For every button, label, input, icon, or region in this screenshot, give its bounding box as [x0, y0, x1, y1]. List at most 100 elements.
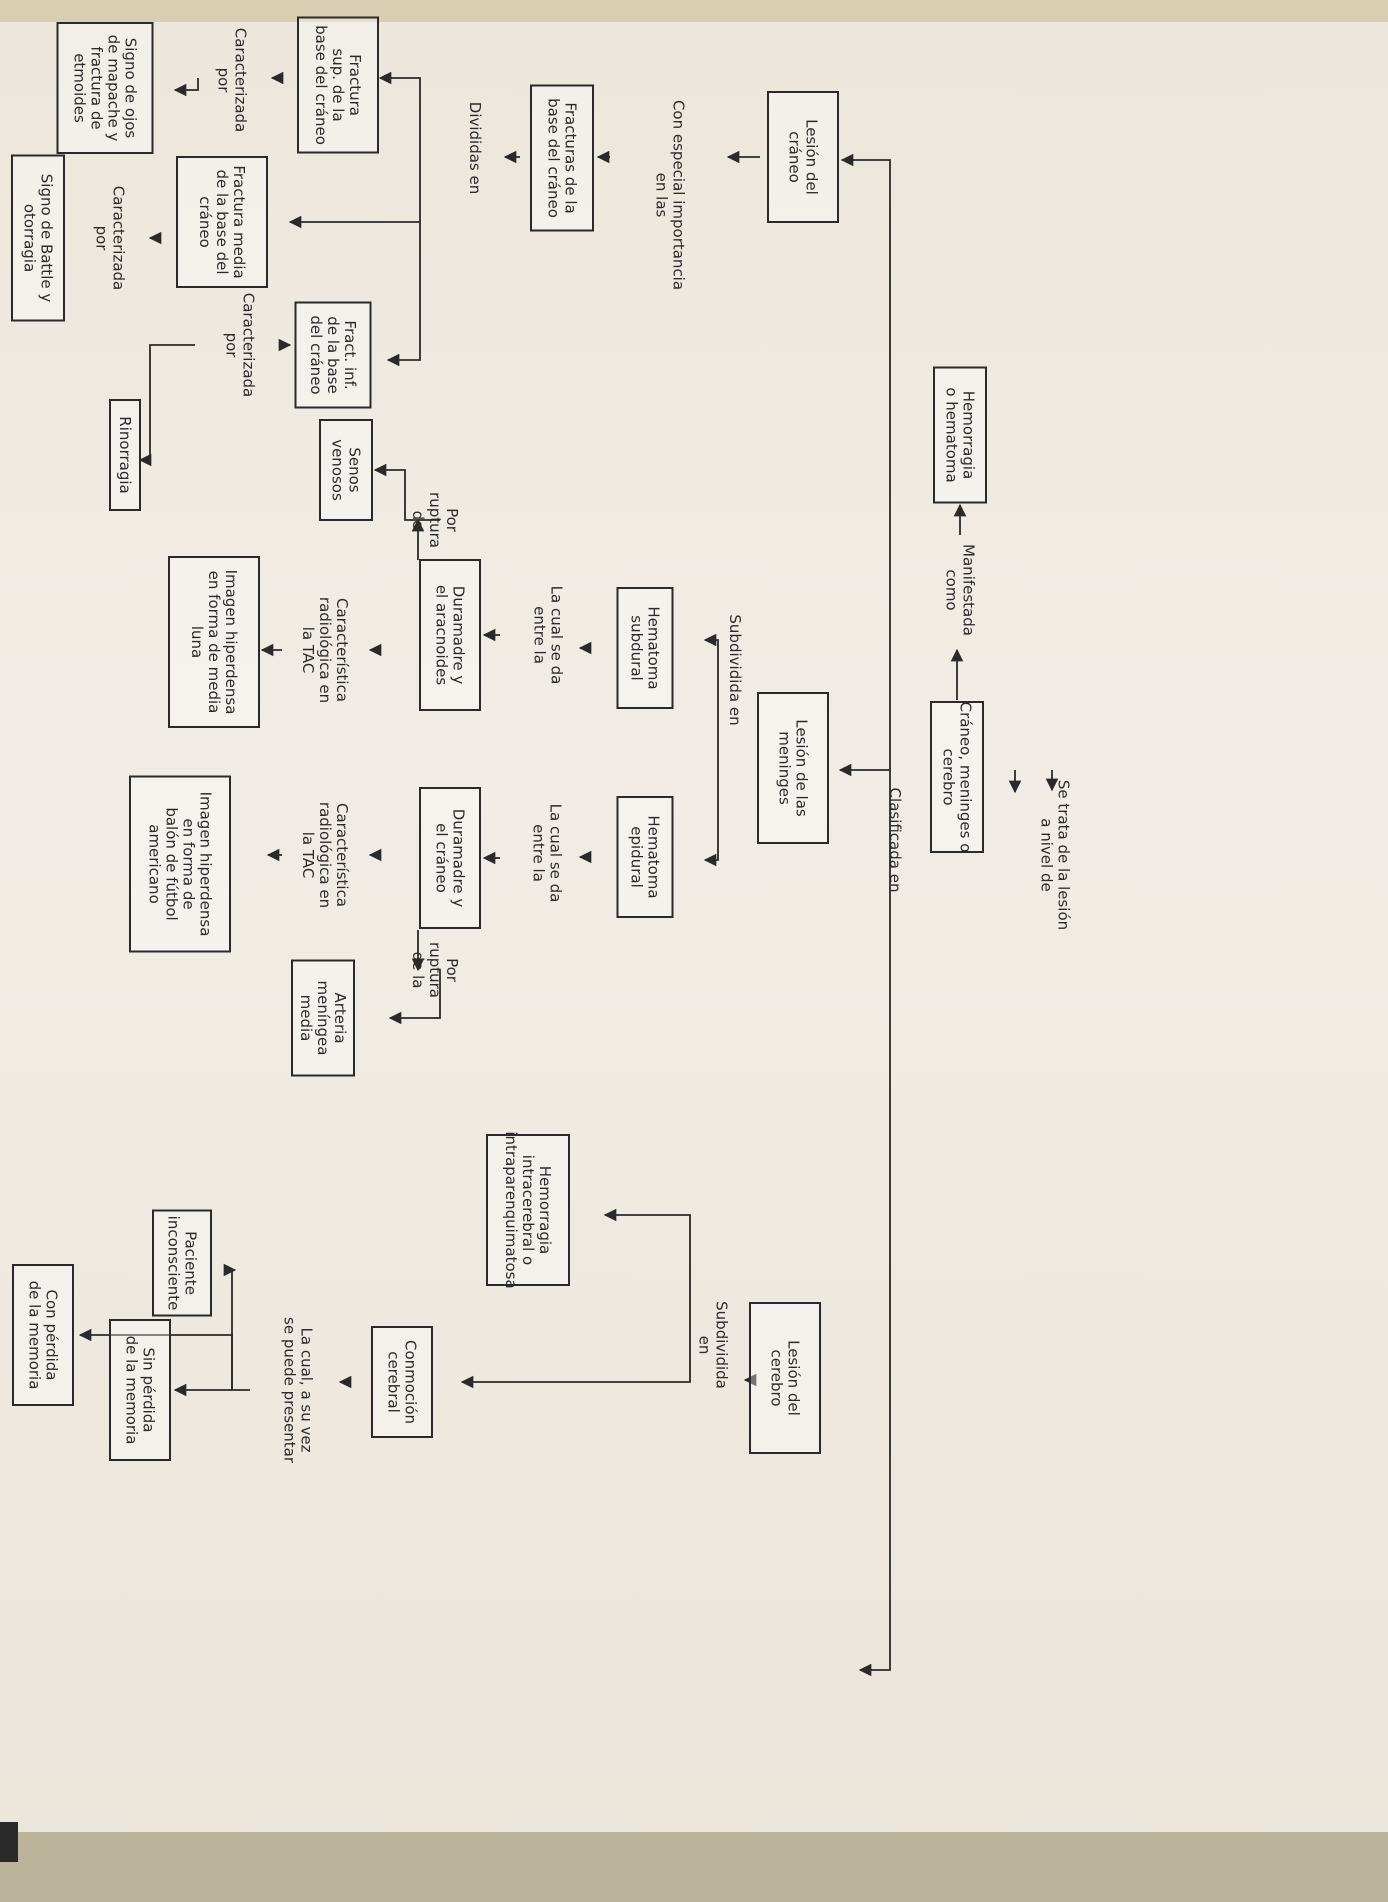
- node-text-hsub-0: Hematoma: [645, 606, 663, 689]
- node-text-especial-0: Con especial importancia: [670, 100, 688, 290]
- node-text-finf-2: del cráneo: [307, 315, 325, 394]
- connector-lines: [78, 71, 1059, 1677]
- node-text-car5-2: la TAC: [299, 832, 317, 879]
- node-text-car2-0: Caracterizada: [110, 186, 128, 291]
- node-box-fbase: [530, 84, 594, 232]
- node-box-incons: [152, 1209, 212, 1317]
- node-box-balon: [129, 775, 231, 953]
- connector-33: [603, 1208, 691, 1340]
- connector-36: [223, 1263, 250, 1391]
- node-box-battle: [11, 154, 65, 322]
- node-text-cual3-0: La cual, a su vez: [298, 1328, 316, 1453]
- node-text-rup2-0: Por: [443, 958, 461, 983]
- node-text-fbase-1: base del cráneo: [545, 98, 563, 218]
- node-text-car5-0: Característica: [333, 803, 351, 907]
- connector-10: [378, 71, 421, 152]
- node-text-senos-0: Senos: [346, 447, 364, 492]
- node-text-arteria-2: media: [297, 995, 315, 1042]
- node-text-hemintra-1: intracerebral o: [519, 1155, 537, 1265]
- node-box-senos: [319, 419, 373, 521]
- node-text-car1-1: por: [215, 68, 233, 94]
- node-label-dura1: Duramadre yel aracnoides: [433, 585, 468, 686]
- node-text-tipos-0: Cráneo, meninges o: [957, 702, 975, 853]
- node-box-conmo: [371, 1326, 433, 1438]
- connector-19: [703, 768, 719, 867]
- connector-14: [173, 78, 199, 97]
- node-text-cual3-1: se puede presentar: [281, 1317, 299, 1464]
- node-text-senos-1: venosos: [329, 439, 347, 501]
- node-text-dura2-1: el cráneo: [433, 823, 451, 893]
- connector-12: [386, 222, 421, 367]
- node-text-hemintra-2: intraparenquimatosa: [502, 1131, 520, 1288]
- node-text-rup1-2: de: [409, 511, 427, 530]
- node-text-divid-0: Divididas en: [466, 102, 484, 194]
- node-text-fbase-0: Fracturas de la: [562, 102, 580, 213]
- node-text-fsup-0: Fractura: [346, 54, 364, 116]
- node-text-hem-0: Hemorragia: [960, 391, 978, 479]
- node-text-balon-2: balón de fútbol: [163, 807, 181, 920]
- node-text-rup1-0: Por: [443, 508, 461, 533]
- node-text-car1-0: Caracterizada: [232, 28, 250, 133]
- connector-18: [703, 633, 719, 768]
- node-text-lmen-1: meninges: [776, 731, 794, 805]
- node-box-dura2: [419, 787, 481, 929]
- node-text-battle-0: Signo de Battle y: [38, 174, 56, 303]
- node-text-subdiv2-1: en: [696, 1336, 714, 1355]
- node-text-subdiv2-0: Subdividida: [713, 1301, 731, 1389]
- connector-11: [288, 152, 421, 229]
- node-text-mapache-3: etmoides: [71, 53, 89, 123]
- node-label-divid: Divididas en: [466, 102, 484, 194]
- node-text-luna-1: en forma de media: [205, 571, 223, 714]
- node-text-mapache-0: Signo de ojos: [122, 38, 140, 139]
- node-text-fsup-2: base del cráneo: [312, 25, 330, 145]
- node-text-finf-0: Fract. inf.: [341, 320, 359, 389]
- connector-4: [840, 153, 891, 770]
- connector-17: [138, 344, 195, 467]
- node-text-cual2-0: La cual se da: [547, 804, 565, 903]
- node-box-dura1: [419, 559, 481, 711]
- node-text-lcraneo-1: cráneo: [786, 131, 804, 183]
- node-text-lcer-1: cerebro: [768, 1349, 786, 1406]
- node-text-clasif-0: Clasificada en: [886, 788, 904, 893]
- node-text-lcraneo-0: Lesión del: [803, 119, 821, 195]
- connector-34: [460, 1340, 691, 1389]
- node-box-hsub: [616, 587, 674, 709]
- node-label-dura2: Duramadre yel cráneo: [433, 809, 468, 908]
- node-text-hem-1: o hematoma: [943, 387, 961, 482]
- node-text-hepi-1: epidural: [628, 826, 646, 887]
- node-box-tipos: [930, 701, 984, 853]
- node-box-fsup: [297, 16, 379, 154]
- node-text-dura1-0: Duramadre y: [450, 586, 468, 685]
- node-box-lmen: [757, 692, 829, 844]
- node-text-especial-1: en las: [653, 173, 671, 218]
- node-text-tipos-1: cerebro: [940, 748, 958, 805]
- node-text-sinperd-0: Sin pérdida: [140, 1347, 158, 1432]
- node-text-incons-0: Paciente: [182, 1231, 200, 1295]
- node-text-mapache-2: fractura de: [88, 46, 106, 129]
- node-text-conperd-0: Con pérdida: [43, 1290, 61, 1381]
- node-text-incons-1: inconsciente: [165, 1216, 183, 1311]
- node-text-luna-0: Imagen hiperdensa: [222, 570, 240, 715]
- node-text-conmo-0: Conmoción: [402, 1340, 420, 1424]
- node-text-lmen-0: Lesión de las: [793, 719, 811, 817]
